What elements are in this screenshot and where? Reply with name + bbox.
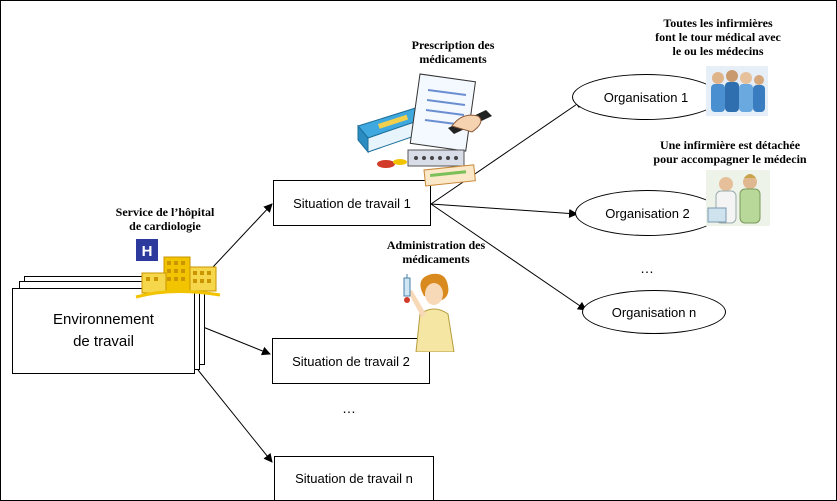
arrow-env-to-situation-2 (197, 324, 271, 356)
arrow-situation-1-to-organisation-n (430, 203, 587, 311)
tour-caption-line-2: font le tour médical avec (655, 30, 781, 44)
hospital-caption-line-2: de cardiologie (129, 219, 201, 233)
administration-caption-line-2: médicaments (402, 252, 470, 266)
situation-label-n: Situation de travail n (295, 471, 413, 486)
hospital-caption: Service de l’hôpital de cardiologie (100, 205, 230, 233)
situation-box-1: Situation de travail 1 (273, 180, 431, 226)
prescription-clipart (357, 73, 492, 187)
arrow-env-to-situation-n (197, 369, 273, 463)
nurse-with-doctor-photo (706, 170, 770, 226)
tour-caption-line-3: le ou les médecins (672, 44, 764, 58)
organisation-label-n: Organisation n (611, 304, 697, 320)
arrow-situation-1-to-organisation-2 (430, 203, 578, 218)
detached-caption: Une infirmière est détachée pour accompa… (630, 138, 830, 166)
detached-caption-line-2: pour accompagner le médecin (653, 152, 807, 166)
hospital-caption-line-1: Service de l’hôpital (115, 205, 215, 219)
organisation-ellipse-2: Organisation 2 (575, 190, 720, 236)
prescription-caption-line-2: médicaments (419, 52, 487, 66)
organisation-label-1: Organisation 1 (603, 89, 689, 105)
nurse-administration-clipart (403, 273, 455, 352)
environment-label-line-1: Environnement (53, 311, 154, 328)
environment-box: Environnement de travail (12, 288, 195, 374)
organisation-ellipse-n: Organisation n (582, 290, 726, 334)
environment-label-line-2: de travail (73, 333, 134, 350)
administration-caption-line-1: Administration des (386, 238, 486, 252)
hospital-sign-letter: H (142, 243, 153, 260)
arrow-situation-1-to-organisation-1 (430, 99, 584, 205)
hospital-building-icon: H (135, 239, 221, 299)
prescription-caption: Prescription des médicaments (378, 38, 528, 66)
situation-label-1: Situation de travail 1 (293, 195, 411, 211)
situation-box-n: Situation de travail n (274, 456, 434, 501)
organisation-label-2: Organisation 2 (605, 205, 690, 221)
situation-box-2: Situation de travail 2 (272, 338, 430, 384)
hospital-sign (136, 239, 158, 261)
situation-ellipsis: … (342, 400, 357, 416)
administration-caption: Administration des médicaments (356, 238, 516, 266)
detached-caption-line-1: Une infirmière est détachée (659, 138, 801, 152)
situation-label-2: Situation de travail 2 (292, 353, 410, 369)
organisation-ellipsis: … (640, 260, 655, 276)
prescription-caption-line-1: Prescription des (411, 38, 495, 52)
tour-caption: Toutes les infirmières font le tour médi… (618, 16, 818, 58)
nursing-team-photo (706, 66, 768, 116)
tour-caption-line-1: Toutes les infirmières (663, 16, 773, 30)
organisation-ellipse-1: Organisation 1 (572, 74, 720, 120)
